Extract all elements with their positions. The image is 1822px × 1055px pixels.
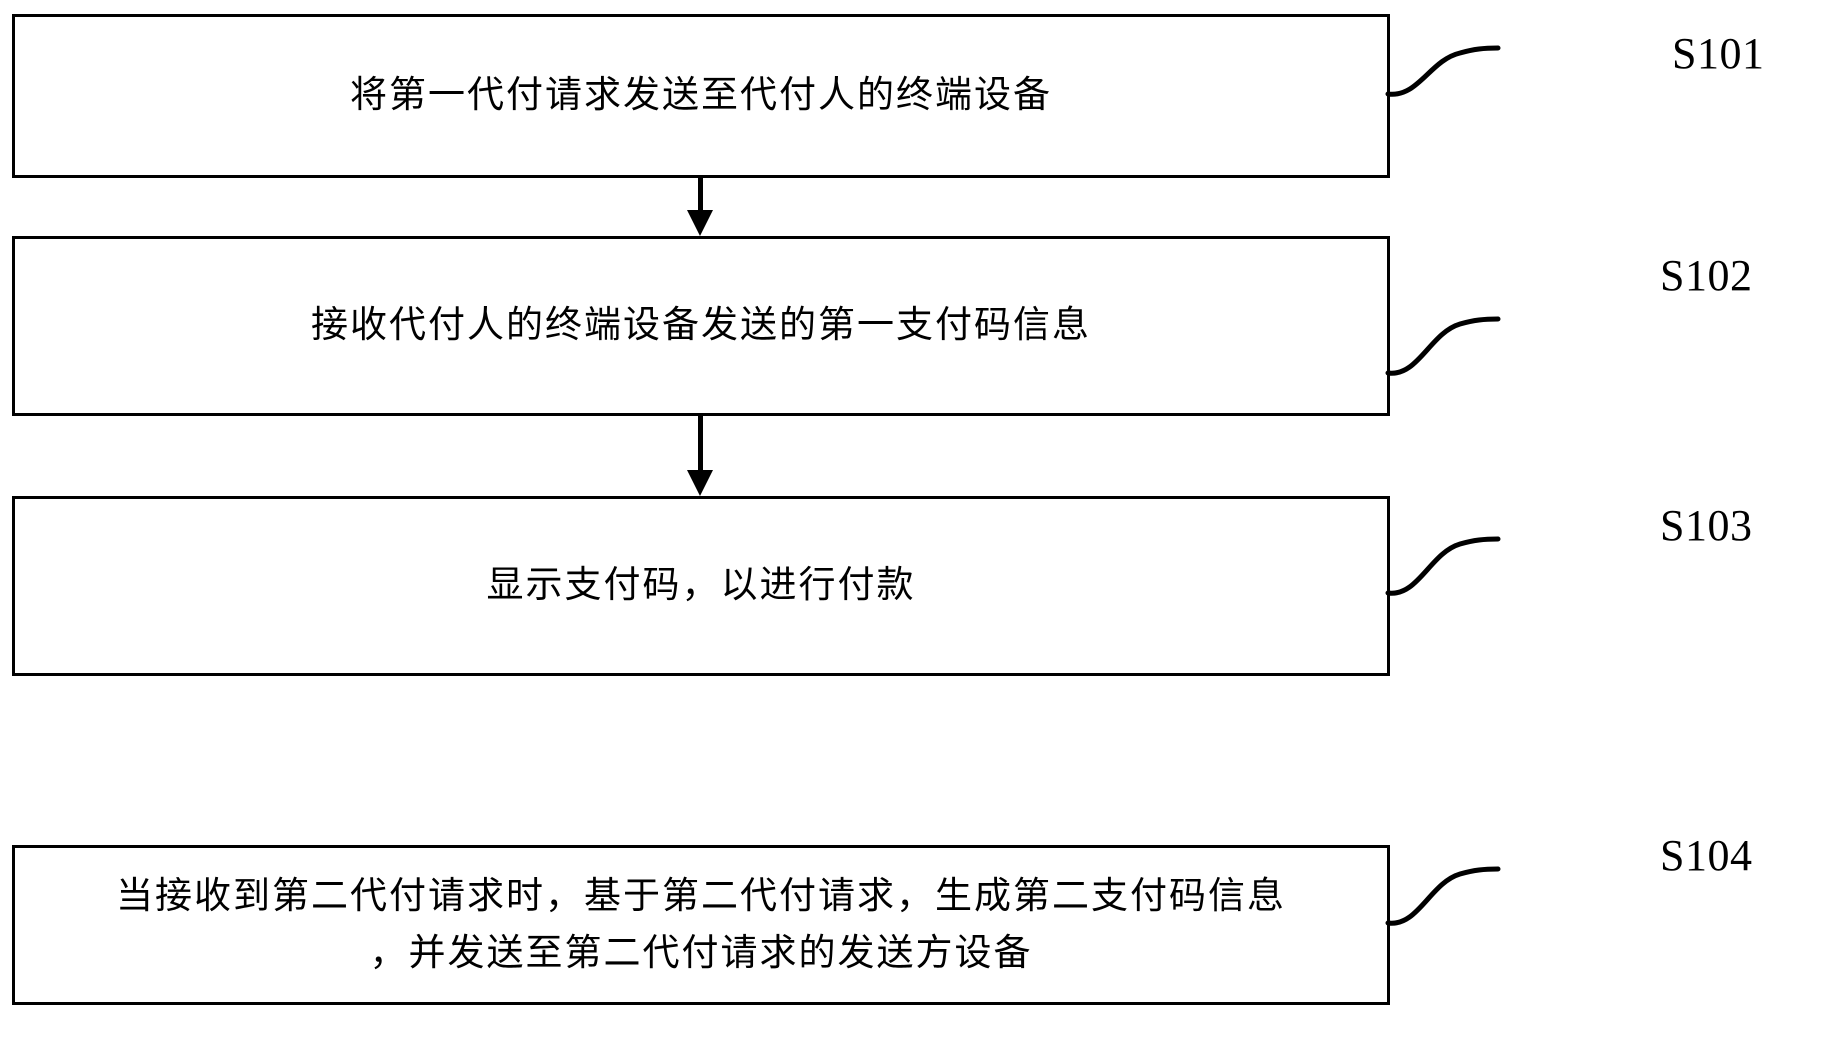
leader-line-s103 — [1385, 536, 1501, 596]
process-box-s104[interactable]: 当接收到第二代付请求时，基于第二代付请求，生成第二支付码信息 ，并发送至第二代付… — [12, 845, 1390, 1005]
leader-line-s104 — [1385, 866, 1501, 926]
process-box-s102[interactable]: 接收代付人的终端设备发送的第一支付码信息 — [12, 236, 1390, 416]
leader-line-s102 — [1385, 316, 1501, 376]
process-box-s104-text: 当接收到第二代付请求时，基于第二代付请求，生成第二支付码信息 ，并发送至第二代付… — [116, 875, 1286, 974]
step-label-s102: S102 — [1660, 251, 1753, 300]
step-label-s103: S103 — [1660, 501, 1753, 550]
step-label-s104: S104 — [1660, 831, 1753, 880]
process-box-s103-text: 显示支付码，以进行付款 — [486, 565, 916, 607]
process-box-s101-text: 将第一代付请求发送至代付人的终端设备 — [350, 75, 1052, 117]
step-label-s101: S101 — [1672, 29, 1765, 78]
arrow-s101-to-s102 — [677, 178, 723, 236]
leader-line-s101 — [1385, 45, 1501, 97]
process-box-s101[interactable]: 将第一代付请求发送至代付人的终端设备 — [12, 14, 1390, 178]
process-box-s103[interactable]: 显示支付码，以进行付款 — [12, 496, 1390, 676]
arrow-s102-to-s103 — [677, 416, 723, 496]
process-box-s102-text: 接收代付人的终端设备发送的第一支付码信息 — [311, 305, 1091, 347]
